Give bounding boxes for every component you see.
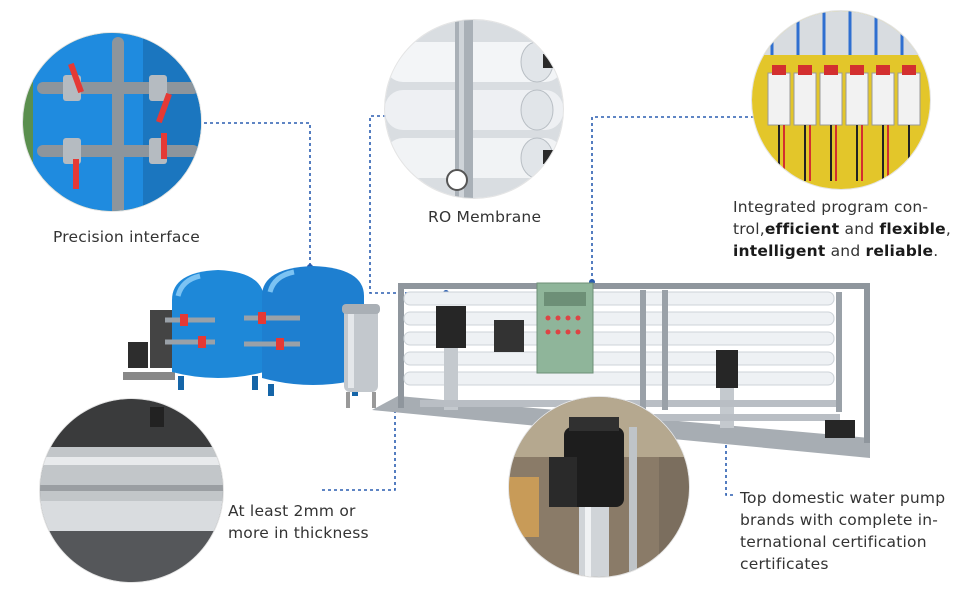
- pump-line-4: certificates: [740, 555, 829, 573]
- program-control-line-1: Integrated program con-: [733, 198, 929, 216]
- program-control-prefix: trol,: [733, 220, 765, 238]
- leader-control: [591, 116, 760, 280]
- ro-membrane-photo: [385, 20, 563, 198]
- leader-pump: [725, 425, 733, 496]
- keyword-flexible: flexible: [879, 220, 946, 238]
- program-control-and-1: and: [839, 220, 880, 238]
- keyword-intelligent: intelligent: [733, 242, 826, 260]
- pump-line-1: Top domestic water pump: [740, 489, 946, 507]
- pump-line-3: ternational certification: [740, 533, 927, 551]
- program-control-comma: ,: [945, 220, 951, 238]
- pump-line-2: brands with complete in-: [740, 511, 939, 529]
- leader-precision: [198, 122, 311, 265]
- keyword-reliable: reliable: [865, 242, 934, 260]
- control-panel-photo: [752, 11, 930, 189]
- precision-interface-caption: Precision interface: [53, 228, 201, 246]
- ro-membrane-caption: RO Membrane: [428, 208, 542, 226]
- water-pump-photo: [509, 397, 689, 577]
- keyword-efficient: efficient: [764, 220, 840, 238]
- program-control-and-2: and: [825, 242, 866, 260]
- program-control-line-3: intelligent and reliable.: [733, 240, 951, 262]
- program-control-period: .: [933, 242, 939, 260]
- thickness-caption: At least 2mm or more in thickness: [228, 500, 369, 544]
- thickness-line-1: At least 2mm or: [228, 502, 356, 520]
- leader-thickness: [322, 405, 396, 491]
- cartridge-filter: [342, 304, 380, 408]
- thickness-line-2: more in thickness: [228, 524, 369, 542]
- precision-interface-photo: [23, 33, 201, 211]
- pump-caption: Top domestic water pump brands with comp…: [740, 487, 945, 575]
- program-control-line-2: trol,efficient and flexible,: [733, 218, 951, 240]
- program-control-caption: Integrated program con- trol,efficient a…: [733, 196, 951, 262]
- filter-tanks: [165, 266, 364, 396]
- left-pump-unit: [123, 310, 175, 380]
- stainless-thickness-photo: [40, 399, 223, 582]
